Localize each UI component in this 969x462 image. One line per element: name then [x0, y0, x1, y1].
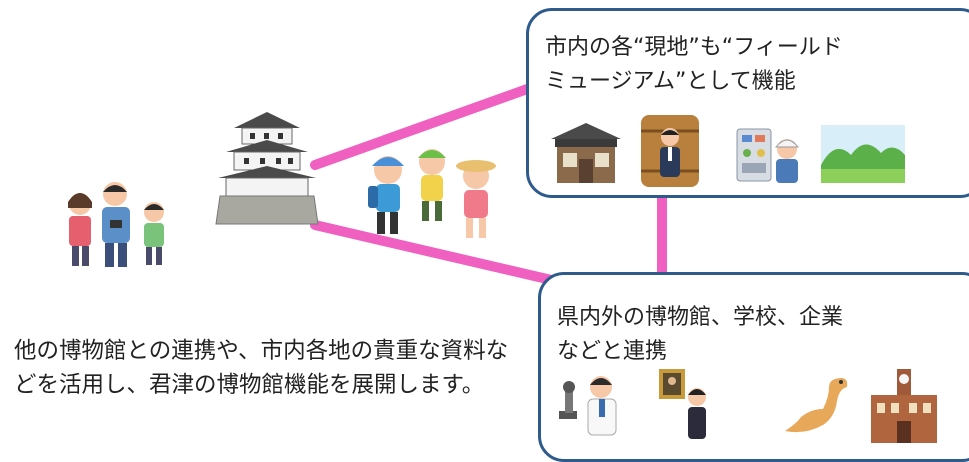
university-building-icon	[871, 369, 937, 443]
old-house-icon	[551, 123, 621, 183]
partners-box: 県内外の博物館、学校、企業 などと連携	[538, 272, 969, 462]
family-icon	[68, 182, 164, 267]
control-room-worker-icon	[736, 128, 800, 183]
connector-castle-to-partners	[310, 220, 565, 287]
connector-lines	[310, 83, 667, 287]
docent-painting-icon	[659, 369, 706, 439]
description-text: 他の博物館との連携や、市内各地の貴重な資料などを活用し、君津の博物館機能を展開し…	[14, 338, 509, 398]
field-museum-box: 市内の各“現地”も“フィールド ミュージアム”として機能	[526, 8, 969, 198]
connector-castle-to-field	[310, 83, 535, 170]
plesiosaur-icon	[785, 378, 848, 433]
sake-barrel-guide-icon	[641, 115, 699, 187]
field-museum-text: 市内の各“現地”も“フィールド ミュージアム”として機能	[545, 35, 843, 94]
green-hills-icon	[821, 125, 905, 183]
researcher-microscope-icon	[559, 376, 617, 436]
castle-museum-icon	[215, 112, 319, 225]
children-running-icon	[368, 149, 496, 238]
partners-text: 県内外の博物館、学校、企業 などと連携	[557, 305, 844, 364]
